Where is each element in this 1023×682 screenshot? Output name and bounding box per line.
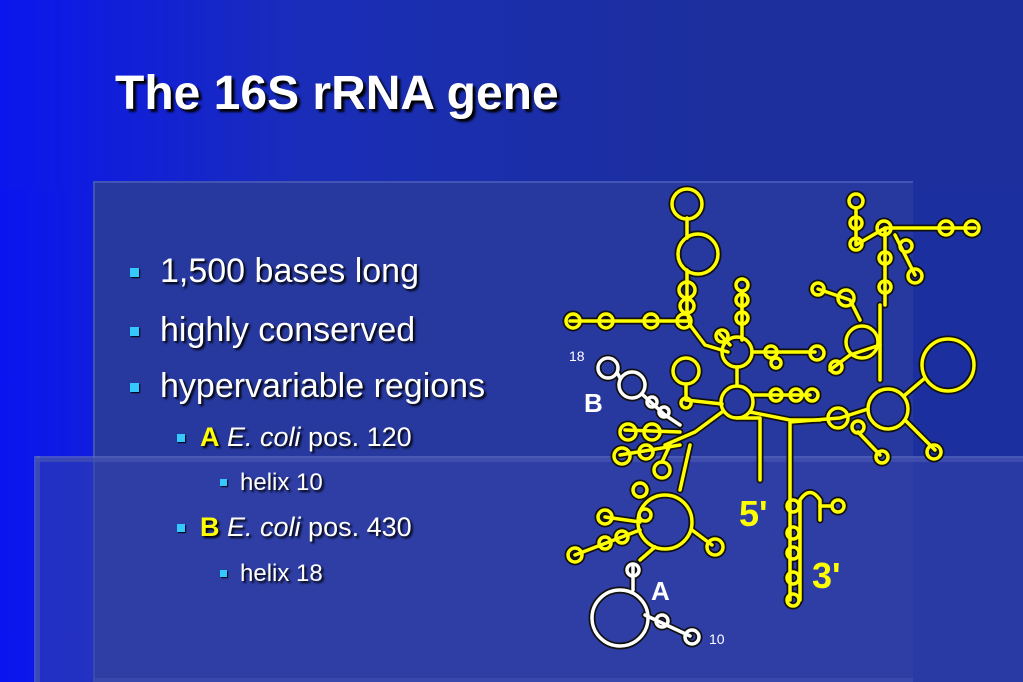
square-bullet-icon <box>130 268 139 277</box>
slide-title: The 16S rRNA gene <box>115 67 559 120</box>
square-bullet-icon <box>177 524 185 532</box>
region-key-a: A <box>200 422 220 452</box>
label-region-a: A <box>651 576 670 606</box>
region-key-b: B <box>200 512 220 542</box>
background-top <box>0 0 1023 190</box>
sub-bullet-b: B E. coli pos. 430 <box>200 512 412 543</box>
square-bullet-icon <box>130 327 139 336</box>
position-text: pos. 430 <box>300 512 412 542</box>
label-helix-18: 18 <box>569 348 585 364</box>
sub-bullet-a: A E. coli pos. 120 <box>200 422 412 453</box>
square-bullet-icon <box>220 570 227 577</box>
bullet-text: 1,500 bases long <box>160 252 419 290</box>
organism-name: E. coli <box>227 512 301 542</box>
bullet-text: hypervariable regions <box>160 367 486 405</box>
bullet-text: highly conserved <box>160 311 416 349</box>
square-bullet-icon <box>220 479 227 486</box>
lower-panel <box>36 458 1023 682</box>
label-five-prime: 5' <box>739 493 768 534</box>
organism-name: E. coli <box>227 422 301 452</box>
square-bullet-icon <box>130 383 139 392</box>
position-text: pos. 120 <box>300 422 412 452</box>
label-helix-10: 10 <box>709 631 725 647</box>
square-bullet-icon <box>177 434 185 442</box>
label-three-prime: 3' <box>812 555 841 596</box>
label-region-b: B <box>584 388 603 418</box>
helix-text-b: helix 18 <box>240 560 323 587</box>
helix-text-a: helix 10 <box>240 469 323 496</box>
